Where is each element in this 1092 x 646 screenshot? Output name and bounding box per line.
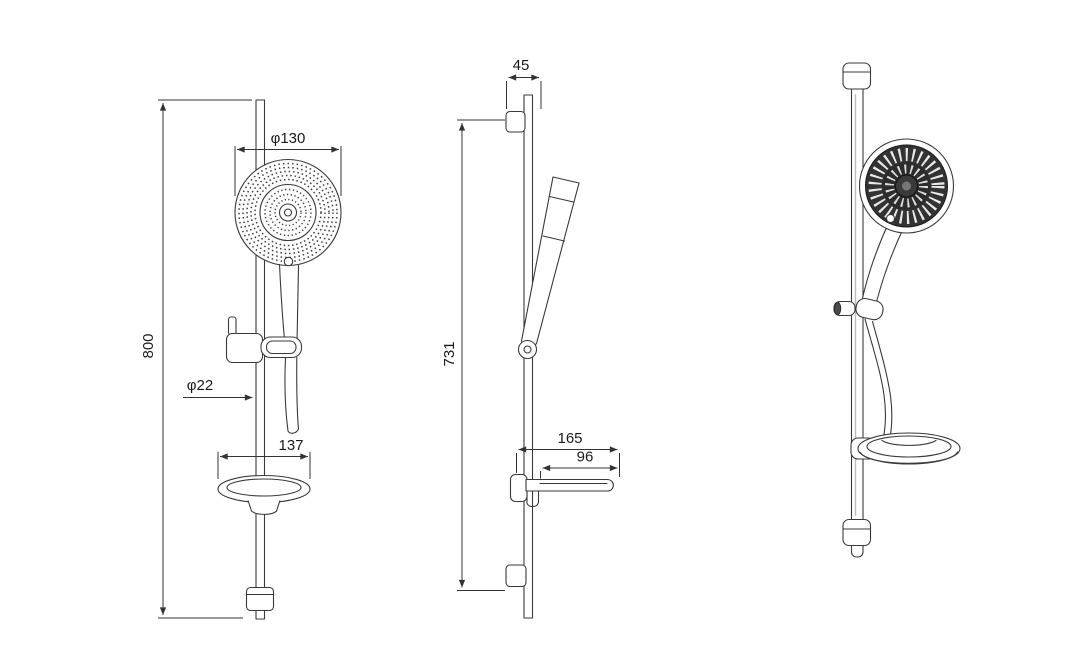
persp-head-hub-center: [902, 181, 911, 191]
dim-dish-width: 137: [217, 437, 311, 479]
front-soap-dish: [217, 474, 311, 515]
front-head-inner-rim: [259, 183, 317, 242]
dim-overall-height: 800: [140, 99, 252, 619]
front-dish-support: [247, 500, 281, 515]
side-dish-tray: [525, 478, 614, 492]
dim-label-overall-height: 800: [140, 333, 157, 358]
front-holder-ring: [260, 336, 303, 359]
side-view: 45 731 165 96: [441, 57, 620, 619]
front-head-nozzle-ring: [269, 193, 307, 232]
side-bottom-bracket: [505, 564, 527, 588]
side-soap-dish: [509, 473, 614, 508]
front-handle: [278, 263, 300, 345]
front-head-nozzle-ring: [250, 174, 326, 251]
dim-label-dish-tray-depth: 96: [577, 449, 594, 466]
persp-top-mount: [842, 62, 872, 90]
side-handshower: [517, 176, 580, 360]
persp-slider-knob-cap: [833, 301, 842, 316]
dim-wall-offset: 45: [506, 57, 542, 109]
front-view: 800 φ130 φ22 137: [140, 99, 342, 620]
dim-head-diameter: φ130: [234, 130, 342, 196]
persp-hose: [864, 318, 893, 439]
persp-dish-inner: [866, 435, 952, 458]
front-hose: [284, 356, 300, 434]
front-head-hub: [278, 203, 298, 222]
persp-soap-dish: [850, 432, 961, 465]
front-head-nozzle-ring: [274, 198, 302, 227]
dim-bar-length: 731: [441, 119, 505, 591]
front-slider-pin: [227, 316, 237, 336]
dim-dish-depth: 165: [516, 430, 620, 477]
persp-head-spokes-outer: [868, 148, 945, 224]
persp-head-spokes-inner: [885, 164, 928, 208]
front-head-nozzle-ring: [246, 170, 330, 255]
dim-label-rail-diameter: φ22: [187, 377, 213, 394]
front-shower-head: [234, 158, 342, 267]
side-dish-hook: [526, 490, 540, 508]
front-head-nozzle-ring: [238, 162, 338, 263]
dim-label-dish-depth: 165: [557, 430, 582, 447]
dim-label-wall-offset: 45: [513, 57, 530, 74]
front-head-nozzle-ring: [254, 178, 322, 247]
front-head-nozzle-ring: [264, 188, 312, 237]
perspective-view: [833, 62, 961, 558]
persp-handle: [860, 221, 904, 312]
persp-bottom-mount: [842, 518, 872, 547]
persp-dish-bottom: [859, 451, 959, 464]
dim-dish-tray-depth: 96: [540, 449, 618, 479]
front-slider-bracket: [225, 332, 264, 364]
dim-label-head-diameter: φ130: [271, 130, 306, 147]
side-holder-pivot: [517, 339, 538, 360]
side-dish-clamp: [509, 473, 528, 503]
front-holder-ring-inner: [265, 340, 297, 355]
persp-holder-collar: [855, 297, 884, 321]
front-dish-inner: [226, 478, 302, 497]
front-head-nozzle-ring: [242, 166, 334, 259]
front-bottom-bracket: [245, 586, 275, 612]
dim-label-bar-length: 731: [441, 341, 458, 366]
dim-label-dish-width: 137: [278, 437, 303, 454]
dim-rail-diameter: φ22: [183, 377, 253, 401]
front-head-button: [283, 256, 294, 267]
front-head-hub-center: [283, 208, 293, 217]
persp-head-button: [885, 213, 896, 224]
side-top-bracket: [505, 110, 526, 133]
persp-shower-head: [858, 138, 955, 234]
